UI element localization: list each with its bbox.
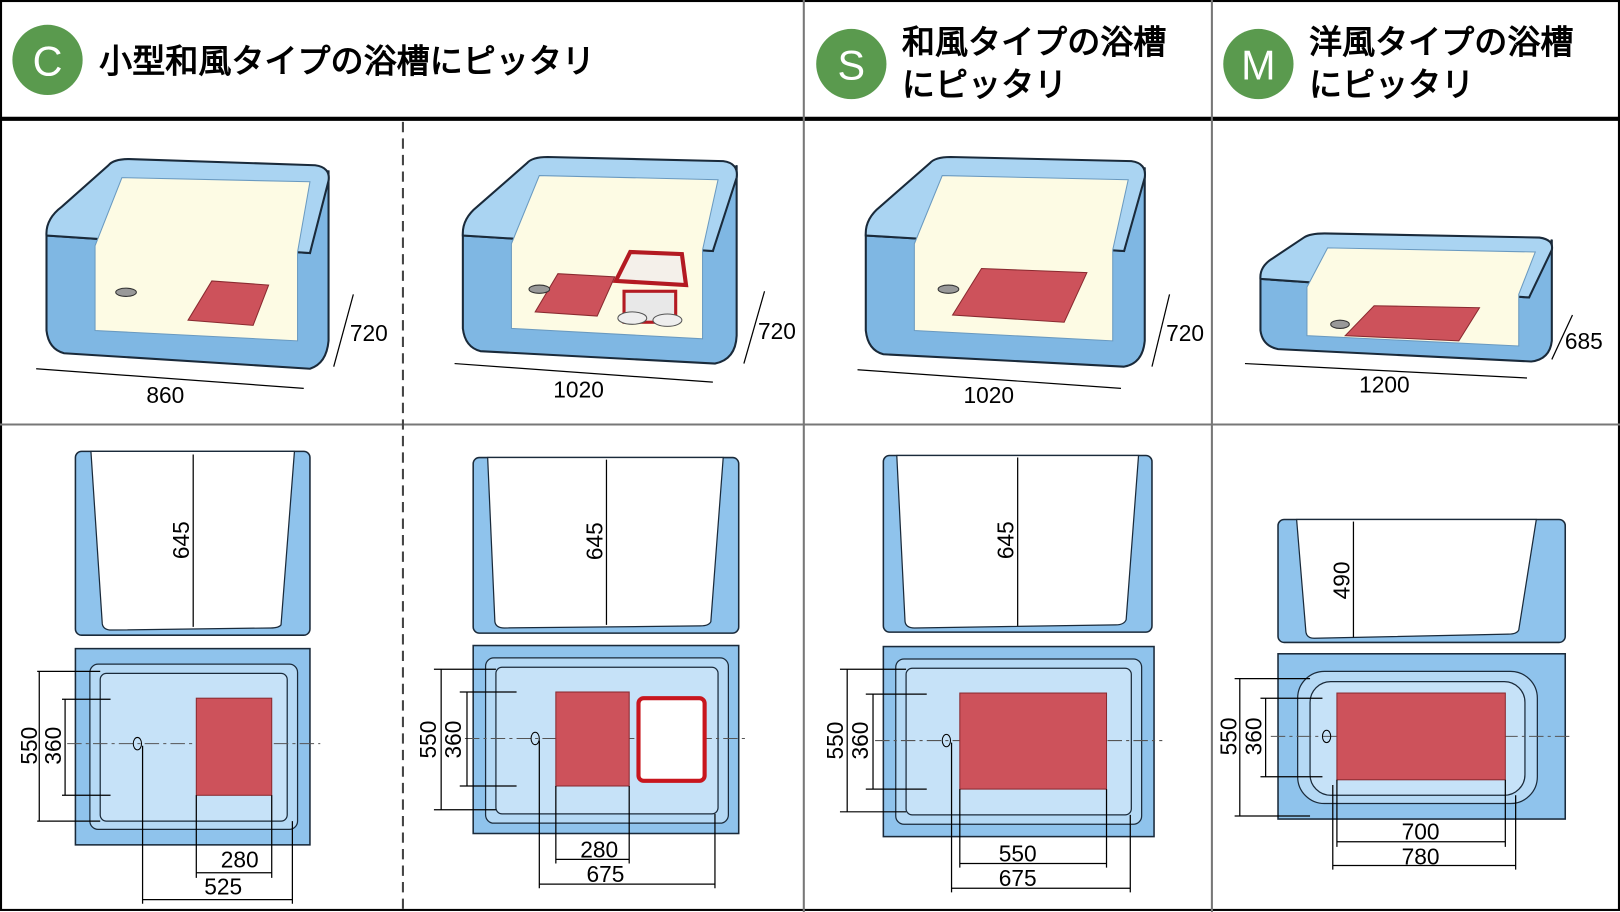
dim-height: 720 xyxy=(350,320,388,346)
bath-mat xyxy=(1336,692,1506,781)
dim-mat-width: 280 xyxy=(580,836,618,862)
dim-width: 860 xyxy=(146,382,184,408)
badge-c-letter: C xyxy=(33,38,63,84)
header-c-title: 小型和風タイプの浴槽にピッタリ xyxy=(99,41,595,80)
bath-mat xyxy=(951,268,1088,323)
plan-c-large: 645 550 360 280 675 xyxy=(415,456,746,889)
dim-mat-width: 700 xyxy=(1402,819,1440,845)
dim-width: 1020 xyxy=(963,382,1014,408)
bath-mat xyxy=(195,697,273,796)
drain-icon xyxy=(115,287,137,297)
header-m-title-line2: にピッタリ xyxy=(1309,65,1474,104)
dim-depth: 645 xyxy=(581,522,607,560)
dim-height: 685 xyxy=(1565,328,1603,354)
plan-s: 645 550 360 550 675 xyxy=(822,454,1163,893)
bath-mat xyxy=(555,691,630,787)
bath-mat xyxy=(534,273,616,317)
dim-width: 1200 xyxy=(1359,371,1410,397)
header-m-title-line1: 洋風タイプの浴槽 xyxy=(1309,23,1573,62)
header-c: C 小型和風タイプの浴槽にピッタリ xyxy=(12,24,595,96)
header-m: M 洋風タイプの浴槽 にピッタリ xyxy=(1223,23,1573,104)
dim-mat-width: 550 xyxy=(999,840,1037,866)
header-s: S 和風タイプの浴槽 にピッタリ xyxy=(816,23,1166,104)
dim-depth: 645 xyxy=(168,521,194,559)
bath-mat xyxy=(1344,305,1481,342)
dim-inner: 360 xyxy=(440,721,466,759)
dim-width: 1020 xyxy=(553,377,604,403)
dim-outer: 550 xyxy=(415,721,441,759)
drain-icon xyxy=(941,733,952,748)
dim-outer: 550 xyxy=(1216,717,1242,755)
dim-mat-width: 280 xyxy=(221,847,259,873)
dim-drain-distance: 675 xyxy=(999,865,1037,891)
plan-m: 490 550 360 700 780 xyxy=(1216,518,1573,870)
tub-3d-m: 1200 685 xyxy=(1244,232,1603,397)
drain-icon xyxy=(1321,729,1332,744)
dim-height: 720 xyxy=(1166,320,1204,346)
bath-stool-icon xyxy=(612,249,689,327)
drain-icon xyxy=(132,736,143,751)
drain-icon xyxy=(528,284,551,294)
dim-inner: 360 xyxy=(847,722,873,760)
bath-stool-outline xyxy=(636,696,707,783)
dim-inner: 360 xyxy=(1240,717,1266,755)
bath-mat xyxy=(959,692,1108,790)
dim-drain-distance: 525 xyxy=(204,873,242,899)
dim-drain-distance: 780 xyxy=(1402,843,1440,869)
drain-icon xyxy=(1330,319,1350,329)
dim-depth: 645 xyxy=(993,521,1019,559)
plan-c-small: 645 550 360 280 525 xyxy=(16,450,321,904)
drain-icon xyxy=(530,731,540,746)
tub-3d-c-small: 860 720 xyxy=(36,158,388,408)
drain-icon xyxy=(937,284,960,294)
badge-m-letter: M xyxy=(1241,43,1275,89)
badge-c-icon xyxy=(12,24,83,96)
badge-s-icon xyxy=(816,28,887,100)
badge-m-icon xyxy=(1223,28,1294,100)
bath-mat xyxy=(187,280,270,326)
dim-outer: 550 xyxy=(822,722,848,760)
tub-3d-s: 1020 720 xyxy=(857,155,1204,408)
tub-3d-c-large: 1020 720 xyxy=(454,155,796,403)
badge-s-letter: S xyxy=(838,43,866,89)
header-s-title-line1: 和風タイプの浴槽 xyxy=(902,23,1166,62)
header-s-title-line2: にピッタリ xyxy=(902,65,1067,104)
dim-inner: 360 xyxy=(40,727,66,765)
dim-depth: 490 xyxy=(1328,562,1354,600)
dim-height: 720 xyxy=(758,318,796,344)
dim-outer: 550 xyxy=(16,727,42,765)
dim-drain-distance: 675 xyxy=(586,861,624,887)
